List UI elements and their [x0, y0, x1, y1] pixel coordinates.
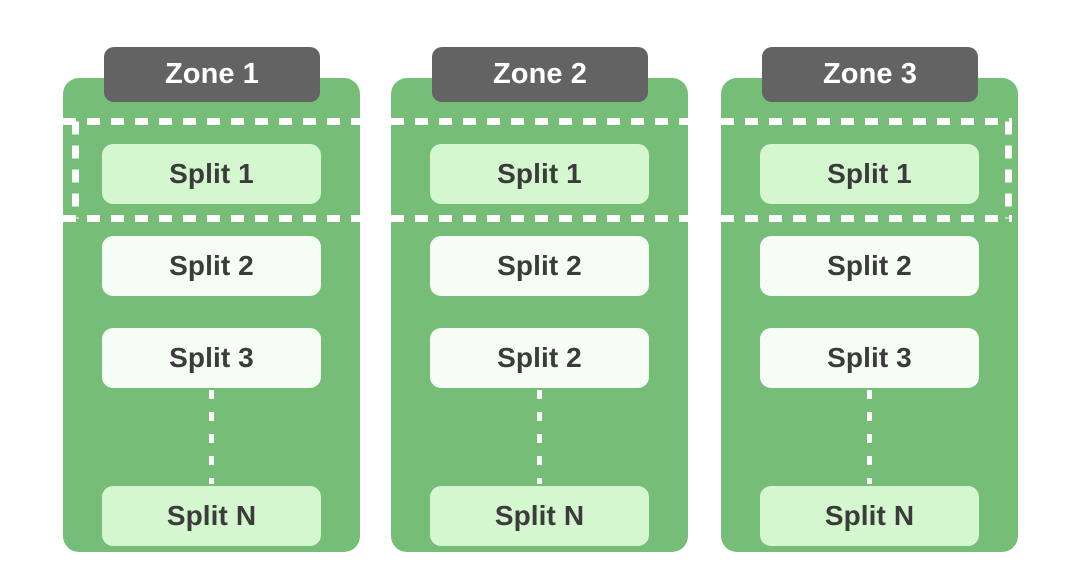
zone-tab-label: Zone 2 [492, 58, 588, 90]
split-chip[interactable]: Split 1 [430, 144, 649, 204]
zone-tab-label: Zone 3 [822, 58, 918, 90]
zone-panel-2: Split 1 Split 2 Split 2 Split N [391, 78, 688, 552]
split-chip[interactable]: Split N [430, 486, 649, 546]
split-chip-list-1: Split 1 Split 2 Split 3 Split N [102, 78, 321, 552]
split-chip-label: Split 3 [169, 342, 254, 373]
split-chip-label: Split N [166, 500, 257, 531]
zone-panel-1: Split 1 Split 2 Split 3 Split N [63, 78, 360, 552]
split-chip[interactable]: Split N [102, 486, 321, 546]
split-chip-list-3: Split 1 Split 2 Split 3 Split N [760, 78, 979, 552]
split-chip-label: Split 2 [497, 250, 582, 281]
ellipsis-connector-icon [209, 390, 214, 484]
split-chip[interactable]: Split 1 [102, 144, 321, 204]
zone-panel-3: Split 1 Split 2 Split 3 Split N [721, 78, 1018, 552]
split-chip[interactable]: Split 2 [102, 236, 321, 296]
zone-tab-1[interactable]: Zone 1 [104, 47, 320, 102]
split-chip-label: Split 2 [497, 342, 582, 373]
split-chip-label: Split 3 [827, 342, 912, 373]
zone-group-1: Split 1 Split 2 Split 3 Split N Zone 1 [63, 47, 360, 552]
split-chip-label: Split 1 [827, 158, 912, 189]
zone-tab-3[interactable]: Zone 3 [762, 47, 978, 102]
ellipsis-connector-icon [867, 390, 872, 484]
zone-tab-2[interactable]: Zone 2 [432, 47, 648, 102]
split-chip[interactable]: Split 2 [430, 328, 649, 388]
zone-group-3: Split 1 Split 2 Split 3 Split N Zone 3 [721, 47, 1018, 552]
split-chip[interactable]: Split 2 [430, 236, 649, 296]
split-chip-label: Split 2 [827, 250, 912, 281]
ellipsis-connector-icon [537, 390, 542, 484]
split-chip[interactable]: Split 3 [760, 328, 979, 388]
split-chip[interactable]: Split 1 [760, 144, 979, 204]
zone-tab-label: Zone 1 [164, 58, 260, 90]
split-chip[interactable]: Split 2 [760, 236, 979, 296]
split-chip-list-2: Split 1 Split 2 Split 2 Split N [430, 78, 649, 552]
zone-group-2: Split 1 Split 2 Split 2 Split N Zone 2 [391, 47, 688, 552]
split-chip-label: Split N [824, 500, 915, 531]
split-chip[interactable]: Split N [760, 486, 979, 546]
split-chip-label: Split 1 [497, 158, 582, 189]
split-chip-label: Split N [494, 500, 585, 531]
split-chip[interactable]: Split 3 [102, 328, 321, 388]
split-chip-label: Split 2 [169, 250, 254, 281]
split-chip-label: Split 1 [169, 158, 254, 189]
